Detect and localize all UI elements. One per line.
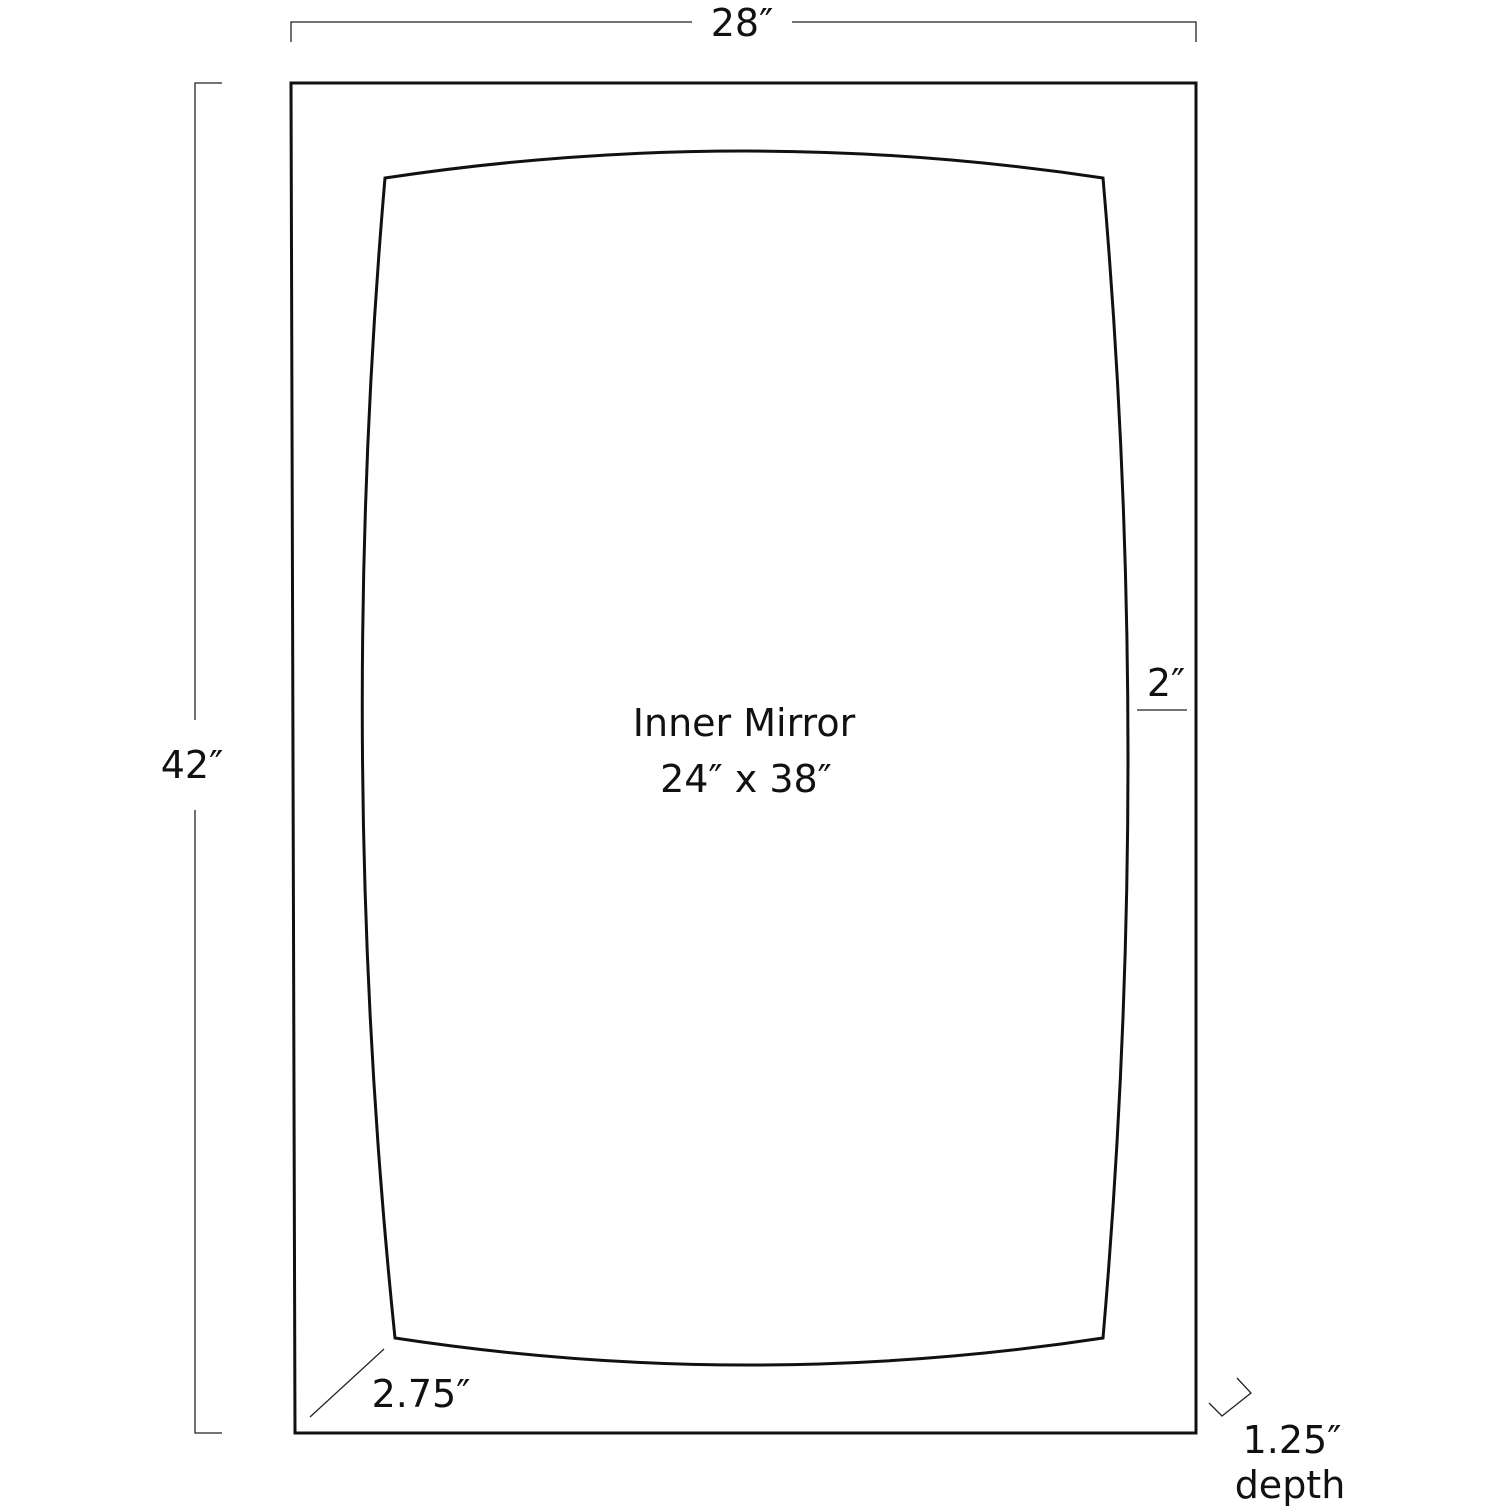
width-dimension-label: 28″ [711, 1, 774, 45]
inner-mirror-label: Inner Mirror 24″ x 38″ [633, 701, 856, 801]
height-dimension-line-bottom [194, 810, 222, 1434]
inner-mirror-title: Inner Mirror [633, 701, 856, 745]
inner-mirror-size: 24″ x 38″ [660, 757, 832, 801]
outer-frame-outline [289, 81, 1198, 1435]
inner-mirror-outline [360, 149, 1130, 1367]
corner-frame-width-line [309, 1348, 385, 1418]
depth-text-label: depth [1235, 1463, 1346, 1507]
corner-frame-width-label: 2.75″ [372, 1372, 471, 1416]
width-dimension-line-right [792, 21, 1197, 42]
depth-bracket-icon [1208, 1377, 1252, 1417]
depth-dimension: 1.25″ depth [1208, 1377, 1346, 1507]
side-frame-dimension: 2″ [1137, 661, 1187, 711]
side-frame-width-label: 2″ [1147, 661, 1185, 705]
height-dimension-line-top [194, 82, 222, 720]
depth-value-label: 1.25″ [1243, 1418, 1342, 1462]
height-dimension-label: 42″ [161, 743, 224, 787]
corner-frame-dimension: 2.75″ [309, 1348, 471, 1418]
width-dimension-line-left [290, 21, 692, 42]
height-dimension: 42″ [161, 82, 224, 1434]
width-dimension: 28″ [290, 1, 1197, 45]
